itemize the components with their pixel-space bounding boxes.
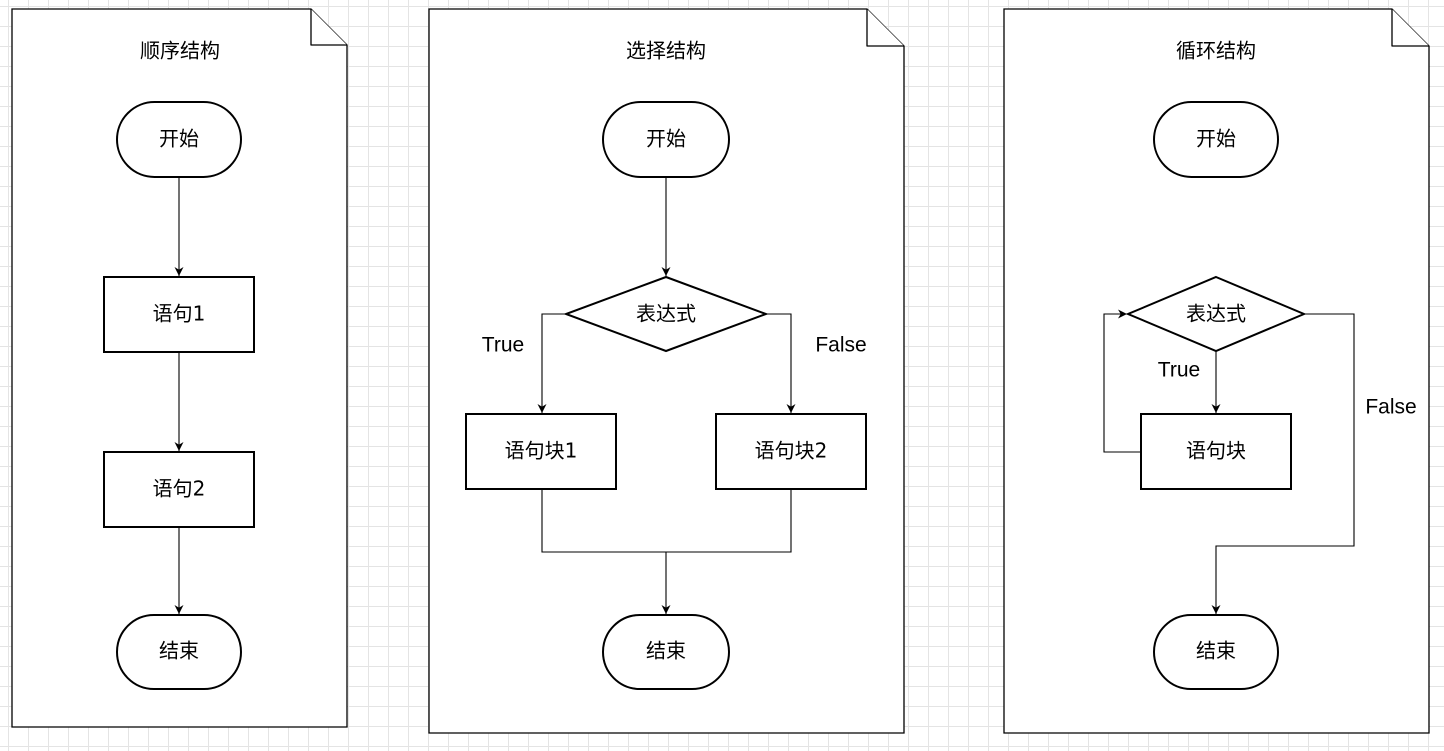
loop-condition-diamond: 表达式 [1125, 275, 1307, 353]
sequence-end-label: 结束 [159, 639, 199, 663]
loop-condition-label: 表达式 [1186, 302, 1246, 326]
loop-false-label: False [1365, 396, 1416, 419]
selection-block2-box: 语句块2 [715, 413, 867, 490]
selection-panel: 选择结构 True False 开始 表达式 语句块1 语句块2 结 [428, 8, 905, 734]
sequence-statement1-box: 语句1 [103, 276, 255, 353]
loop-block-label: 语句块 [1186, 439, 1246, 463]
loop-start-label: 开始 [1196, 127, 1236, 151]
sequence-end-terminal: 结束 [116, 614, 242, 690]
sequence-panel-page-fold [310, 9, 347, 46]
loop-start-terminal: 开始 [1153, 101, 1279, 178]
loop-end-terminal: 结束 [1153, 614, 1279, 690]
selection-panel-title: 选择结构 [626, 39, 706, 63]
loop-block-box: 语句块 [1140, 413, 1292, 490]
sequence-panel-title: 顺序结构 [140, 39, 220, 63]
loop-panel-title: 循环结构 [1176, 39, 1256, 63]
sequence-panel: 顺序结构 开始 语句1 语句2 结束 [11, 8, 348, 728]
sequence-statement1-label: 语句1 [153, 302, 206, 326]
selection-false-label: False [815, 334, 866, 357]
loop-edge-false-exit [1211, 313, 1355, 614]
sequence-start-terminal: 开始 [116, 101, 242, 178]
loop-true-label: True [1158, 359, 1200, 382]
selection-edge-block2-to-merge [666, 489, 792, 553]
selection-edge-block1-to-merge [541, 489, 666, 553]
selection-edge-true-branch [537, 313, 566, 413]
selection-edge-false-branch [766, 313, 796, 413]
selection-block1-label: 语句块1 [505, 439, 578, 463]
loop-panel-page-fold [1391, 9, 1429, 47]
sequence-statement2-label: 语句2 [153, 477, 206, 501]
selection-start-label: 开始 [646, 127, 686, 151]
selection-start-terminal: 开始 [602, 101, 730, 178]
selection-block2-label: 语句块2 [755, 439, 828, 463]
selection-condition-label: 表达式 [636, 302, 696, 326]
selection-condition-diamond: 表达式 [563, 275, 769, 353]
selection-true-label: True [482, 334, 524, 357]
sequence-start-label: 开始 [159, 127, 199, 151]
selection-end-terminal: 结束 [602, 614, 730, 690]
selection-panel-page-fold [866, 9, 904, 47]
selection-block1-box: 语句块1 [465, 413, 617, 490]
selection-end-label: 结束 [646, 639, 686, 663]
loop-edge-block-back-to-condition [1103, 309, 1141, 453]
loop-end-label: 结束 [1196, 639, 1236, 663]
loop-panel: 循环结构 True False 开始 表达式 语句块 结束 [1003, 8, 1430, 734]
sequence-statement2-box: 语句2 [103, 451, 255, 528]
